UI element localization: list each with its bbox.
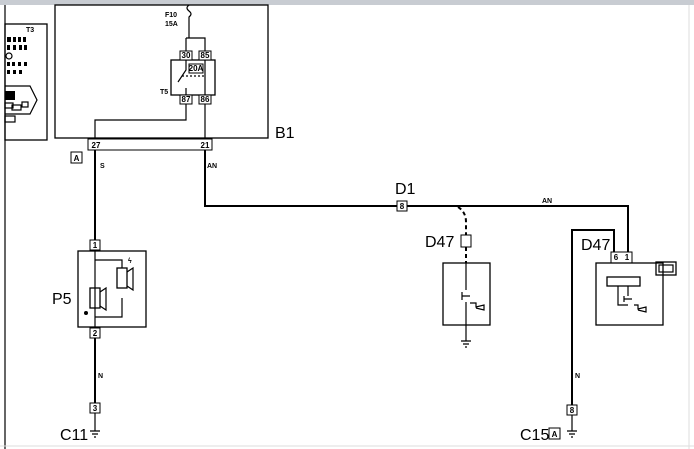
svg-text:8: 8	[400, 202, 405, 211]
window-top-border	[0, 0, 694, 5]
panel-label: T3	[26, 27, 34, 34]
svg-text:A: A	[552, 430, 558, 439]
b1-connector: 27 21	[87, 138, 213, 151]
wire-n-right-label: N	[575, 373, 580, 380]
steering-wheel-icon	[655, 261, 677, 276]
relay-output-wires	[94, 104, 206, 139]
svg-text:20A: 20A	[189, 64, 204, 73]
svg-text:ϟ: ϟ	[128, 258, 132, 265]
svg-text:85: 85	[201, 51, 210, 60]
svg-text:30: 30	[182, 51, 191, 60]
svg-text:86: 86	[201, 95, 210, 104]
fuse-rating: 15A	[165, 21, 178, 28]
wire-an	[204, 150, 629, 252]
p5-horn: 1 2 ϟ P5	[52, 239, 147, 339]
fuse-panel-thumbnail: T3	[4, 23, 48, 141]
svg-text:1: 1	[93, 241, 98, 250]
ground-icon	[461, 338, 471, 348]
d47-right-switch: 6 1	[595, 251, 677, 326]
svg-text:T5: T5	[160, 89, 168, 96]
svg-text:1: 1	[625, 253, 630, 262]
ground-icon	[90, 413, 100, 438]
horn-icon	[116, 267, 128, 289]
connector-tag-a	[70, 151, 83, 164]
wire-n-left-label: N	[98, 373, 103, 380]
svg-text:87: 87	[182, 95, 191, 104]
svg-text:27: 27	[92, 141, 101, 150]
horn-icon	[89, 287, 101, 309]
b1-box	[54, 4, 269, 139]
svg-text:6: 6	[614, 253, 619, 262]
fuse-icon	[186, 4, 192, 38]
d1-label: D1	[395, 181, 416, 198]
wire-an-label: AN	[207, 163, 217, 170]
horn-icon	[470, 302, 485, 311]
svg-text:A: A	[74, 154, 80, 163]
svg-text:3: 3	[93, 404, 98, 413]
fuse-name: F10	[165, 12, 177, 19]
relay-t5: 30 85 87 86 20A T5	[160, 50, 216, 105]
horn-icon	[634, 304, 647, 313]
wire-s-label: S	[100, 163, 105, 170]
wire-an-label-2: AN	[542, 198, 552, 205]
c11-label: C11	[60, 427, 88, 444]
c15-tag	[548, 427, 561, 440]
d47-left-switch	[442, 262, 491, 348]
svg-text:8: 8	[570, 406, 575, 415]
b1-label: B1	[275, 125, 295, 142]
wire-n-right	[571, 229, 615, 405]
svg-text:21: 21	[201, 141, 210, 150]
svg-text:P5: P5	[52, 291, 72, 308]
wire-optional	[457, 206, 467, 263]
svg-text:2: 2	[93, 329, 98, 338]
d47-right-label: D47	[581, 237, 610, 254]
ground-icon	[567, 415, 577, 438]
d47-left-connector	[460, 234, 472, 248]
d1-pin	[396, 200, 408, 212]
d47-left-label: D47	[425, 234, 454, 251]
c15-label: C15	[520, 427, 549, 444]
relay-feed-wire	[185, 37, 206, 52]
